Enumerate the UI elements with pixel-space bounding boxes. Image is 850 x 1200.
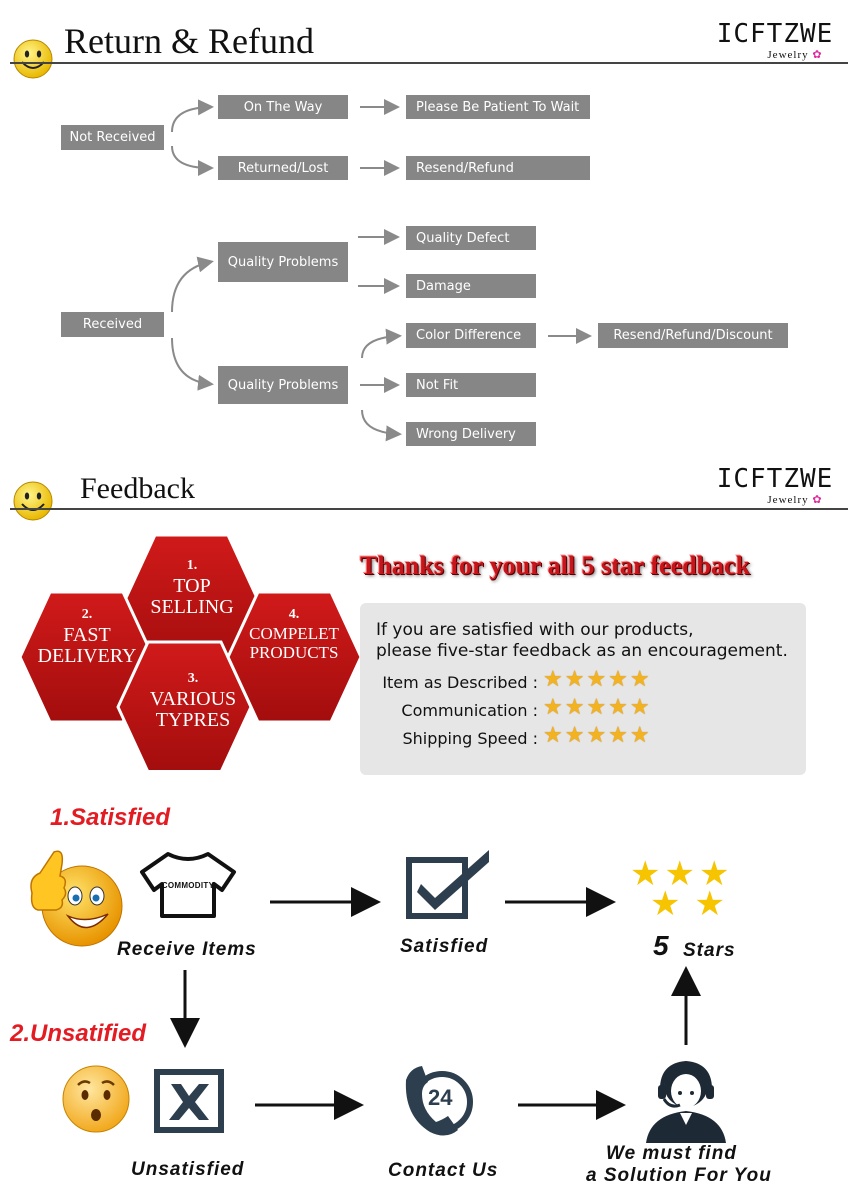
not-fit-box: Not Fit — [406, 373, 536, 397]
support-agent-icon — [646, 1060, 726, 1143]
star-rating-communication: ★★★★★ — [543, 694, 652, 719]
step-unsatisfied-title: 2.Unsatified — [10, 1020, 147, 1047]
checkmark-icon — [406, 850, 489, 919]
thumbs-up-smiley-icon — [30, 850, 123, 947]
receive-items-label: Receive Items — [117, 939, 257, 960]
process-arrows — [170, 887, 701, 1120]
contact-24-icon — [405, 1066, 473, 1136]
rating-label-communication: Communication : — [401, 701, 538, 720]
five-stars-bottom-row: ★★ — [650, 885, 739, 923]
logo-sub: Jewelry ✿ — [767, 494, 823, 506]
flow-connectors — [171, 99, 592, 442]
brand-logo: ICFTZWE Jewelry ✿ — [715, 20, 835, 61]
thanks-banner: Thanks for your all 5 star feedback — [360, 551, 751, 580]
on-the-way-box: On The Way — [218, 95, 348, 119]
contact-24-badge: 24 — [428, 1085, 453, 1110]
stars-label: Stars — [683, 940, 736, 961]
hexagon-fast-delivery — [18, 590, 155, 724]
received-box: Received — [61, 312, 164, 337]
star-rating-shipping: ★★★★★ — [543, 722, 652, 747]
feedback-line-2: please five-star feedback as an encourag… — [376, 641, 788, 661]
resend-refund-discount-box: Resend/Refund/Discount — [598, 323, 788, 348]
x-mark-icon — [154, 1069, 224, 1133]
worried-smiley-icon — [62, 1065, 130, 1133]
commodity-label: COMMODITY — [161, 881, 215, 890]
title-underline — [10, 62, 848, 64]
rating-label-shipping: Shipping Speed : — [402, 729, 538, 748]
five-number: 5 — [653, 930, 670, 961]
damage-box: Damage — [406, 274, 536, 298]
logo-brand: ICFTZWE — [716, 464, 834, 494]
returned-lost-box: Returned/Lost — [218, 156, 348, 180]
please-wait-box: Please Be Patient To Wait — [406, 95, 590, 119]
logo-sub: Jewelry ✿ — [767, 49, 823, 61]
star-rating-item: ★★★★★ — [543, 666, 652, 691]
quality-problems-box-2: Quality Problems — [218, 366, 348, 404]
title-underline — [10, 508, 848, 510]
quality-problems-box-1: Quality Problems — [218, 242, 348, 282]
brand-logo: ICFTZWE Jewelry ✿ — [715, 465, 835, 506]
return-refund-title: Return & Refund — [64, 21, 314, 61]
quality-defect-box: Quality Defect — [406, 226, 536, 250]
feedback-title: Feedback — [80, 472, 195, 505]
step-satisfied-title: 1.Satisfied — [50, 804, 171, 831]
unsatisfied-label: Unsatisfied — [131, 1159, 245, 1180]
feedback-panel — [360, 603, 806, 775]
solution-line-1: We must find — [606, 1143, 737, 1164]
resend-refund-box: Resend/Refund — [406, 156, 590, 180]
wrong-delivery-box: Wrong Delivery — [406, 422, 536, 446]
satisfied-label: Satisfied — [400, 936, 489, 957]
smiley-icon — [13, 39, 53, 79]
contact-us-label: Contact Us — [388, 1160, 499, 1181]
solution-line-2: a Solution For You — [586, 1165, 772, 1186]
smiley-icon — [13, 481, 53, 521]
hexagon-cluster — [18, 533, 360, 770]
logo-brand: ICFTZWE — [716, 19, 834, 49]
rating-label-item: Item as Described : — [382, 673, 538, 692]
color-difference-box: Color Difference — [406, 323, 536, 348]
not-received-box: Not Received — [61, 125, 164, 150]
hexagon-complete-products — [226, 590, 360, 724]
hexagon-various-types — [116, 640, 253, 770]
five-stars-top-row: ★★★ — [630, 855, 734, 893]
feedback-line-1: If you are satisfied with our products, — [376, 620, 694, 640]
commodity-shirt-icon — [140, 852, 236, 918]
